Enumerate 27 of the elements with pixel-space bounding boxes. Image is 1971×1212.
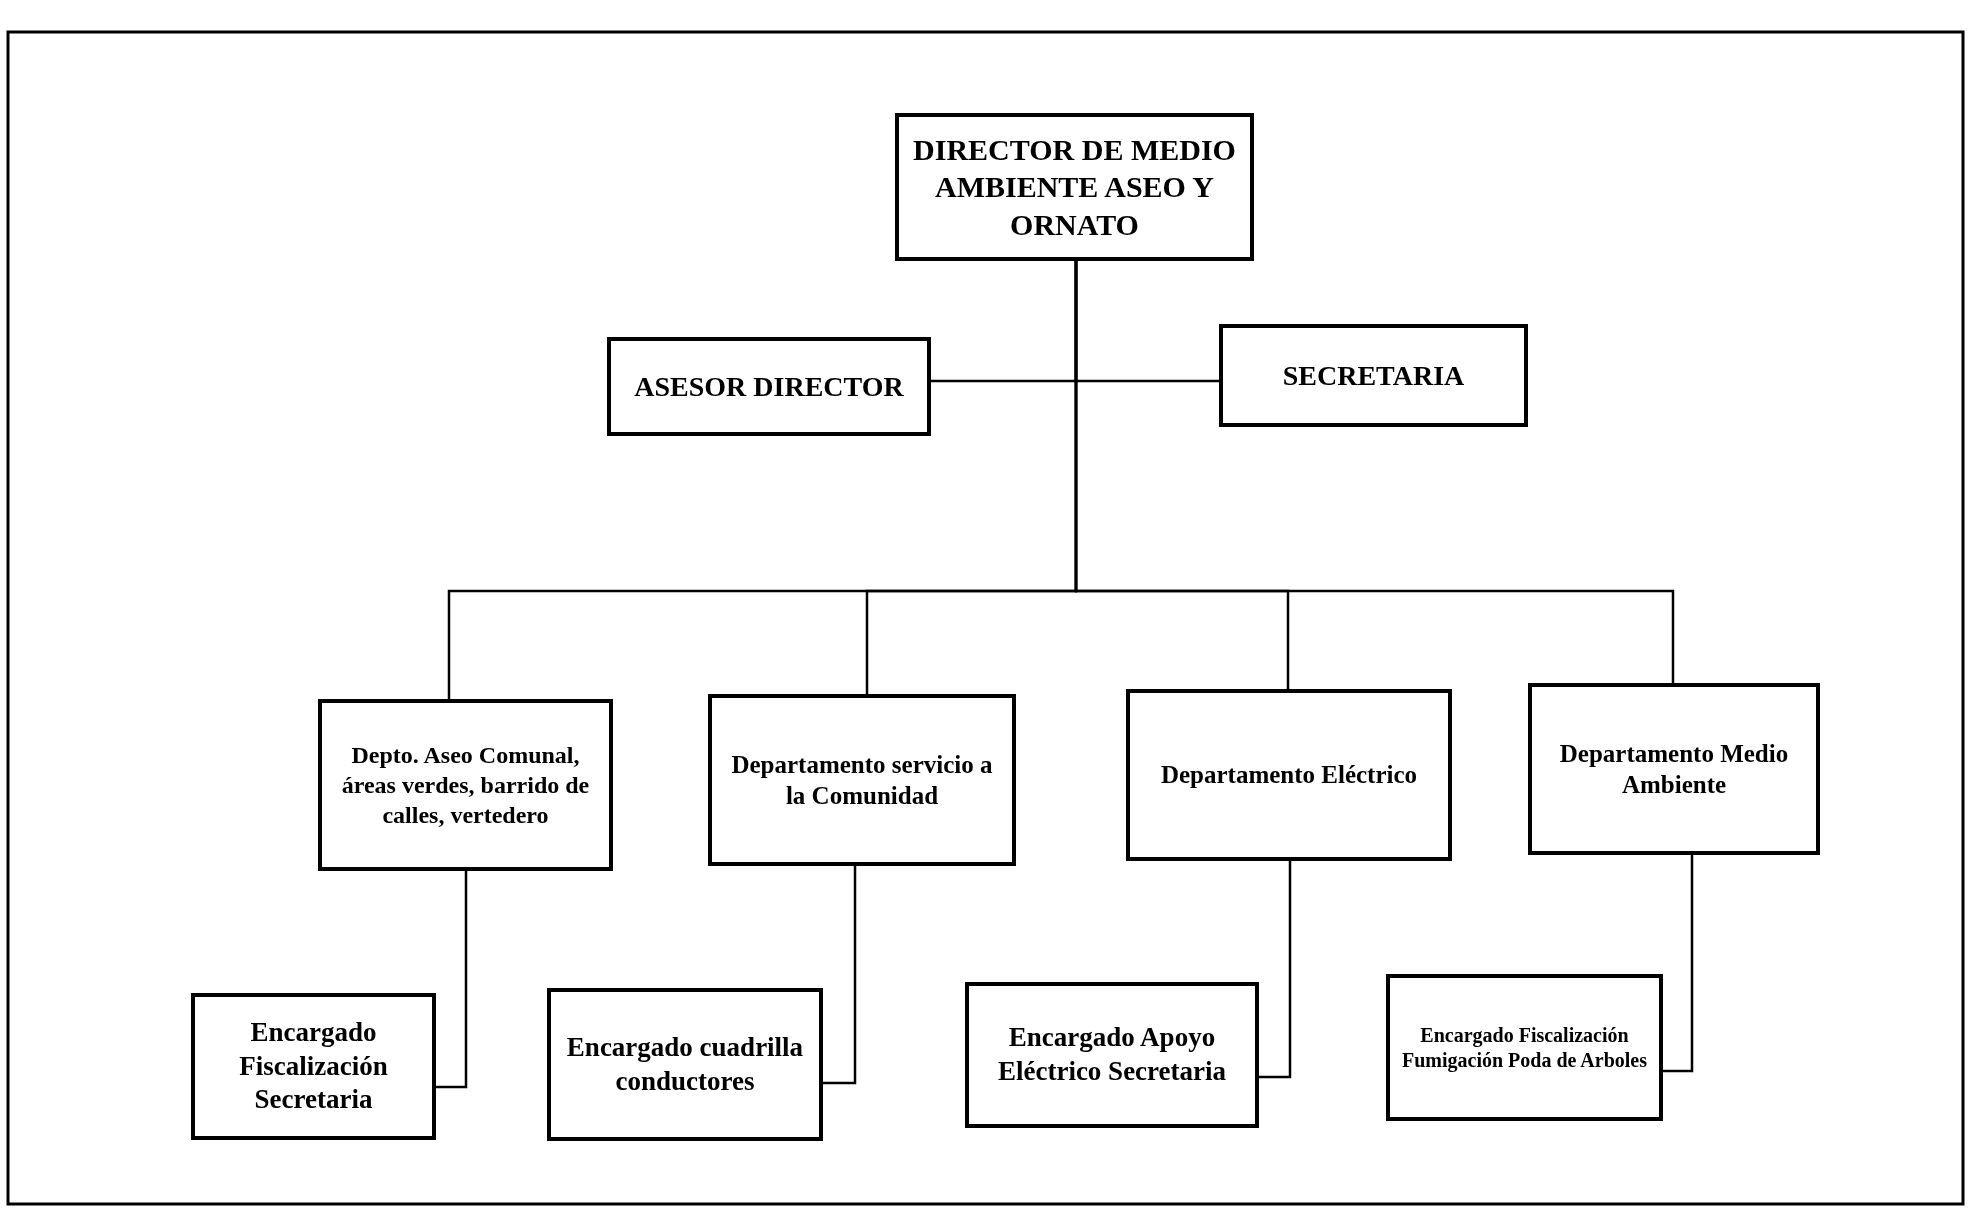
org-box (965, 982, 1259, 1128)
connector-line (1663, 855, 1694, 1073)
box-label: Encargado Apoyo Eléctrico Secretaria (996, 1021, 1228, 1088)
box-label: Departamento servicio a la Comunidad (730, 749, 994, 811)
box-label: Encargado cuadrilla conductores (565, 1030, 805, 1098)
org-box (607, 337, 931, 436)
org-box (1386, 974, 1663, 1121)
org-box (191, 993, 436, 1140)
connector-line (1259, 861, 1292, 1079)
box-label: DIRECTOR DE MEDIO AMBIENTE ASEO Y ORNATO (912, 131, 1237, 243)
org-box (318, 699, 613, 871)
connector-line (436, 871, 468, 1089)
box-label: ASESOR DIRECTOR (634, 370, 904, 404)
connector-line (1074, 261, 1675, 683)
org-box (1528, 683, 1820, 855)
box-label: SECRETARIA (1282, 359, 1465, 393)
box-label: Encargado Fiscalización Fumigación Poda de Arboles (1401, 1022, 1648, 1073)
org-box (895, 113, 1254, 261)
org-box (708, 694, 1016, 866)
org-box (1219, 324, 1528, 427)
box-label: Depto. Aseo Comunal, áreas verdes, barrido de calles, vertedero (340, 741, 591, 830)
box-label: Departamento Eléctrico (1160, 760, 1418, 791)
connector-line (823, 866, 857, 1085)
box-label: Departamento Medio Ambiente (1558, 738, 1790, 800)
box-label: Encargado Fiscalización Secretaria (238, 1015, 389, 1117)
org-box (547, 988, 823, 1141)
org-box (1126, 689, 1452, 861)
